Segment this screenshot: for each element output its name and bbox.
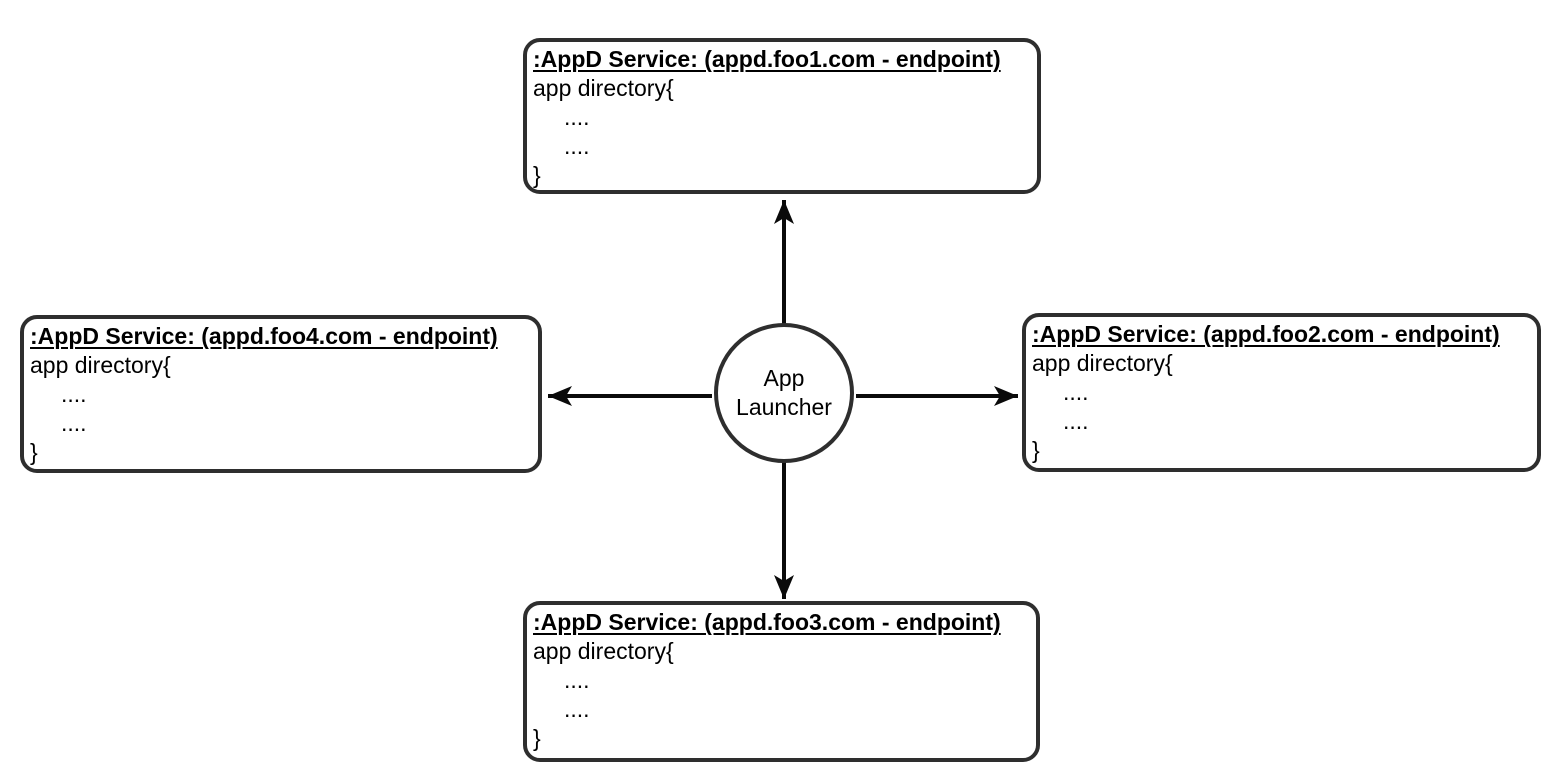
- node-body-line: ....: [564, 104, 590, 130]
- appd-service-node-right: :AppD Service: (appd.foo2.com - endpoint…: [1022, 313, 1541, 472]
- node-body-line: app directory{: [533, 638, 674, 664]
- app-launcher-node: App Launcher: [714, 323, 854, 463]
- node-body-line: ....: [1063, 379, 1089, 405]
- node-body-line: }: [1032, 437, 1040, 463]
- appd-service-node-left: :AppD Service: (appd.foo4.com - endpoint…: [20, 315, 542, 473]
- node-body-line: ....: [564, 696, 590, 722]
- node-body-line: app directory{: [1032, 350, 1173, 376]
- appd-service-node-top: :AppD Service: (appd.foo1.com - endpoint…: [523, 38, 1041, 194]
- node-body-line: }: [533, 162, 541, 188]
- node-body-line: app directory{: [533, 75, 674, 101]
- node-body-line: ....: [564, 667, 590, 693]
- node-title: :AppD Service: (appd.foo4.com - endpoint…: [30, 323, 498, 349]
- app-launcher-label: App Launcher: [736, 365, 832, 420]
- node-body-line: ....: [564, 133, 590, 159]
- node-body-line: app directory{: [30, 352, 171, 378]
- node-title: :AppD Service: (appd.foo3.com - endpoint…: [533, 609, 1001, 635]
- node-body-line: }: [533, 725, 541, 751]
- node-title: :AppD Service: (appd.foo1.com - endpoint…: [533, 46, 1001, 72]
- node-body-line: ....: [1063, 408, 1089, 434]
- node-title: :AppD Service: (appd.foo2.com - endpoint…: [1032, 321, 1500, 347]
- appd-service-node-bottom: :AppD Service: (appd.foo3.com - endpoint…: [523, 601, 1040, 762]
- node-body-line: }: [30, 439, 38, 465]
- node-body-line: ....: [61, 381, 87, 407]
- node-body-line: ....: [61, 410, 87, 436]
